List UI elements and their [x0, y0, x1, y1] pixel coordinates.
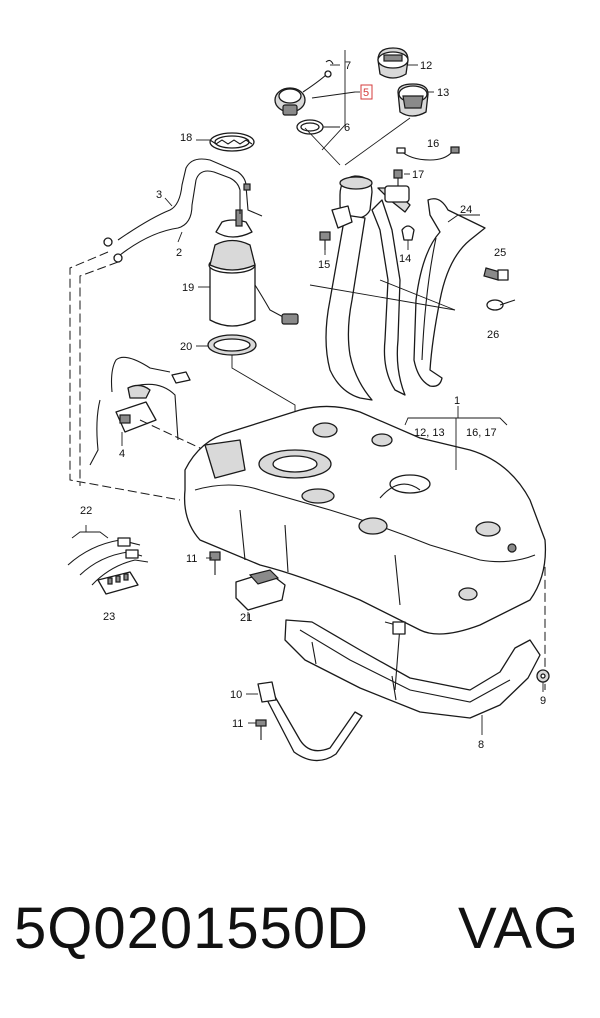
callout-7: 7 — [345, 60, 351, 72]
callout-11-upper: 11 — [186, 553, 197, 565]
callout-5: 5 — [363, 87, 369, 99]
callout-16: 16 — [427, 138, 439, 150]
seal-ring-6 — [296, 119, 324, 135]
filler-pipe — [325, 175, 411, 401]
callout-11-lower: 11 — [232, 718, 243, 730]
part-footer: 5Q0201550D VAG — [0, 895, 600, 985]
fuel-tank-exploded-diagram: 7 5 6 12 13 16 17 18 3 2 24 15 14 25 19 … — [67, 47, 550, 762]
part-number: 5Q0201550D — [14, 896, 370, 961]
callout-18: 18 — [180, 132, 192, 144]
fuel-pump-19 — [208, 209, 299, 327]
callout-3: 3 — [156, 189, 162, 201]
tie-26 — [486, 299, 516, 311]
callout-8: 8 — [478, 739, 484, 751]
screw-17 — [393, 169, 410, 186]
tank-strap-10 — [257, 621, 406, 762]
heat-shield-24 — [413, 198, 486, 387]
callout-26: 26 — [487, 329, 499, 341]
bolt-25 — [483, 267, 509, 281]
nut-9 — [536, 669, 550, 692]
callout-23: 23 — [103, 611, 115, 623]
callout-19: 19 — [182, 282, 194, 294]
harness-22 — [67, 537, 149, 586]
underbody-shield-8 — [284, 619, 541, 719]
filler-cap-13 — [397, 83, 429, 117]
callout-13: 13 — [437, 87, 449, 99]
brand-name: VAG — [458, 896, 580, 961]
fuel-line-2-3 — [103, 158, 263, 263]
callout-4: 4 — [119, 448, 125, 460]
connector-23 — [97, 571, 139, 595]
sensor-21 — [235, 569, 286, 611]
callout-10: 10 — [230, 689, 242, 701]
callout-1: 1 — [454, 395, 460, 407]
sensor-module-4 — [89, 356, 191, 466]
callout-25: 25 — [494, 247, 506, 259]
callout-16-17: 16, 17 — [466, 427, 497, 439]
callout-6: 6 — [344, 122, 350, 134]
callout-15: 15 — [318, 259, 330, 271]
fuel-tank-1 — [183, 405, 547, 635]
lock-ring-20 — [207, 334, 257, 356]
callout-22: 22 — [80, 505, 92, 517]
callout-21: 21 — [240, 612, 252, 624]
callout-14: 14 — [399, 253, 411, 265]
callout-12: 12 — [420, 60, 432, 72]
filler-cap-12 — [377, 47, 409, 79]
clip-14 — [401, 225, 415, 250]
callout-9: 9 — [540, 695, 546, 707]
seal-ring-18 — [209, 132, 255, 152]
bolt-11-upper — [206, 551, 221, 575]
callout-17: 17 — [412, 169, 424, 181]
callout-20: 20 — [180, 341, 192, 353]
callout-2: 2 — [176, 247, 182, 259]
vent-valve-16 — [396, 146, 460, 161]
bolt-11-lower — [248, 719, 267, 740]
callout-12-13: 12, 13 — [414, 427, 445, 439]
bolt-15 — [319, 231, 331, 255]
callout-24: 24 — [460, 204, 472, 216]
fuel-sender-cap-assembly — [274, 59, 334, 116]
callout-5-highlight[interactable]: 5 — [360, 84, 373, 100]
